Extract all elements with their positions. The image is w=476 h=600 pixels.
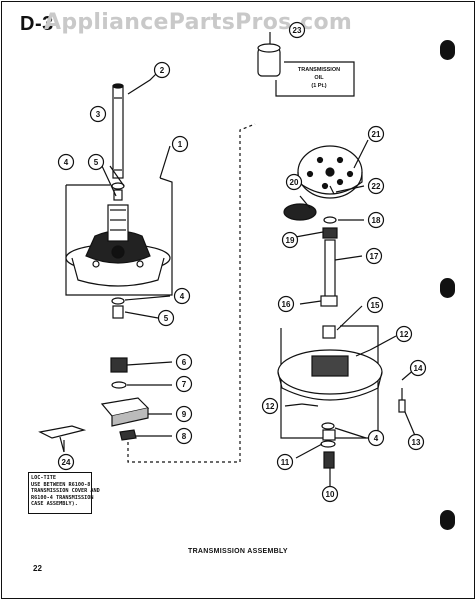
callout-number: 15: [371, 301, 380, 310]
callout-number: 12: [400, 330, 409, 339]
callout-bubble: [261, 397, 279, 415]
callout-bubble: [89, 105, 107, 123]
oil-label: TRANSMISSION OIL (1 Pt.): [284, 66, 354, 90]
callout-bubble: [367, 125, 385, 143]
callout-number: 23: [293, 26, 302, 35]
callout-number: 9: [182, 410, 187, 419]
callout-number: 21: [372, 130, 381, 139]
callout-number: 17: [370, 252, 379, 261]
callout-bubble: [175, 427, 193, 445]
callout-bubble: [367, 177, 385, 195]
binder-hole-3: [440, 510, 455, 530]
callout-bubble: [175, 375, 193, 393]
callout-number: 19: [286, 236, 295, 245]
callout-number: 12: [266, 402, 275, 411]
callout-number: 4: [374, 434, 379, 443]
callout-number: 18: [372, 216, 381, 225]
callout-bubble: [276, 453, 294, 471]
callout-number: 2: [160, 66, 165, 75]
callout-number: 6: [182, 358, 187, 367]
callout-bubble: [367, 429, 385, 447]
callout-number: 14: [414, 364, 423, 373]
oil-label-line: TRANSMISSION: [297, 67, 341, 73]
callout-number: 13: [412, 438, 421, 447]
callout-bubble: [175, 353, 193, 371]
callout-number: 11: [281, 458, 290, 467]
callout-number: 5: [94, 158, 99, 167]
callout-number: 1: [178, 140, 183, 149]
binder-hole-1: [440, 40, 455, 60]
callout-number: 4: [64, 158, 69, 167]
callout-bubble: [277, 295, 295, 313]
callout-number: 5: [164, 314, 169, 323]
callout-bubble: [365, 247, 383, 265]
callout-bubble: [153, 61, 171, 79]
callout-bubble: [171, 135, 189, 153]
callout-bubble: [57, 453, 75, 471]
diagram-title: TRANSMISSION ASSEMBLY: [188, 548, 288, 555]
callout-bubble: [288, 21, 306, 39]
callout-bubble: [285, 173, 303, 191]
page-code: D-3: [20, 13, 54, 35]
binder-hole-2: [440, 278, 455, 298]
oil-label-line: OIL: [314, 75, 324, 81]
note-line: USE BETWEEN R6100-8: [31, 481, 91, 488]
callout-bubble: [366, 296, 384, 314]
callout-bubble: [157, 309, 175, 327]
note-line: R6100-4 TRANSMISSION: [31, 494, 94, 501]
note-line: TRANSMISSION COVER AND: [31, 488, 100, 494]
callout-number: 22: [372, 182, 381, 191]
callout-bubble: [407, 433, 425, 451]
callout-bubble: [87, 153, 105, 171]
callout-number: 7: [182, 380, 187, 389]
callout-bubble: [367, 211, 385, 229]
callout-number: 24: [62, 458, 71, 467]
callout-bubble: [57, 153, 75, 171]
callout-bubble: [409, 359, 427, 377]
callout-number: 20: [290, 178, 299, 187]
page-number: 22: [33, 564, 42, 573]
callout-bubble: [173, 287, 191, 305]
callout-number: 16: [282, 300, 291, 309]
callout-number: 10: [326, 490, 335, 499]
callout-bubble: [321, 485, 339, 503]
callout-number: 3: [96, 110, 101, 119]
note-line: CASE ASSEMBLY).: [31, 501, 78, 507]
note-line: LOC-TITE: [31, 475, 56, 481]
callout-number: 4: [180, 292, 185, 301]
callout-bubble: [395, 325, 413, 343]
callout-number: 8: [182, 432, 187, 441]
callout-bubble: [175, 405, 193, 423]
oil-label-line: (1 Pt.): [311, 83, 327, 89]
callout-bubble: [281, 231, 299, 249]
loctite-note: LOC-TITE USE BETWEEN R6100-8 TRANSMISSIO…: [28, 472, 100, 514]
